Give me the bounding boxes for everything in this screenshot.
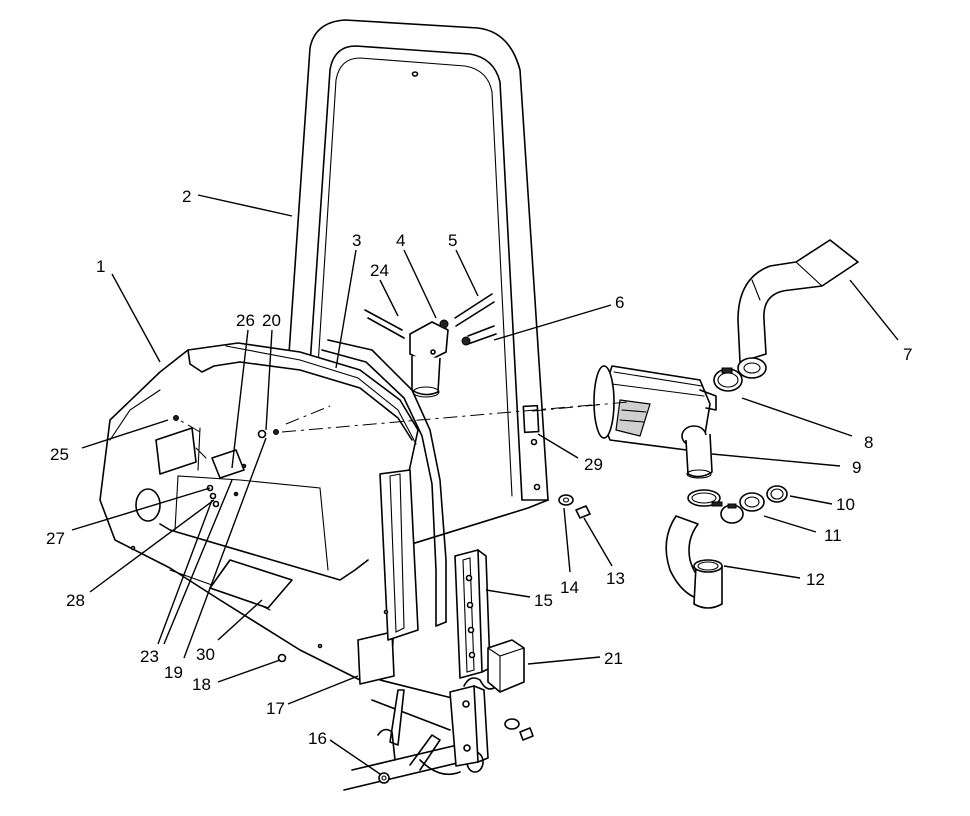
roll-bar <box>287 19 549 501</box>
callout-12: 12 <box>806 570 825 589</box>
callout-9: 9 <box>852 458 861 477</box>
callout-10: 10 <box>836 495 855 514</box>
callout-19: 19 <box>164 663 183 682</box>
assembly-centerlines <box>175 401 629 433</box>
callout-6: 6 <box>615 293 624 312</box>
callout-28: 28 <box>66 591 85 610</box>
mount-hardware <box>463 494 591 741</box>
callout-29: 29 <box>584 455 603 474</box>
callout-24: 24 <box>370 261 389 280</box>
side-bracket <box>449 549 491 767</box>
callout-2: 2 <box>182 187 191 206</box>
callout-15: 15 <box>534 591 553 610</box>
callout-5: 5 <box>448 231 457 250</box>
hood <box>99 342 419 685</box>
air-cleaner <box>593 365 717 479</box>
callout-23: 23 <box>140 647 159 666</box>
callout-4: 4 <box>396 231 405 250</box>
callout-27: 27 <box>46 529 65 548</box>
callout-18: 18 <box>192 675 211 694</box>
air-intake-elbow <box>737 239 859 379</box>
hood-seal <box>225 339 447 627</box>
rear-mount-bracket <box>343 499 549 791</box>
hose-clamps-and-hoses <box>665 367 788 609</box>
callout-16: 16 <box>308 729 327 748</box>
callout-8: 8 <box>864 433 873 452</box>
callout-7: 7 <box>903 345 912 364</box>
fuel-filter-assembly <box>364 293 497 398</box>
callout-11: 11 <box>824 526 842 545</box>
callout-17: 17 <box>266 699 285 718</box>
leader-lines <box>71 194 899 775</box>
callout-1: 1 <box>96 257 105 276</box>
callout-3: 3 <box>352 231 361 250</box>
callout-26: 26 <box>236 311 255 330</box>
callout-14: 14 <box>560 578 579 597</box>
callout-20: 20 <box>262 311 281 330</box>
hood-hardware <box>155 415 287 663</box>
callout-labels: 1 2 3 4 5 6 7 8 9 10 11 12 13 14 15 16 1… <box>46 187 912 748</box>
callout-30: 30 <box>196 645 215 664</box>
callout-13: 13 <box>606 569 625 588</box>
callout-21: 21 <box>604 649 623 668</box>
callout-25: 25 <box>50 445 69 464</box>
